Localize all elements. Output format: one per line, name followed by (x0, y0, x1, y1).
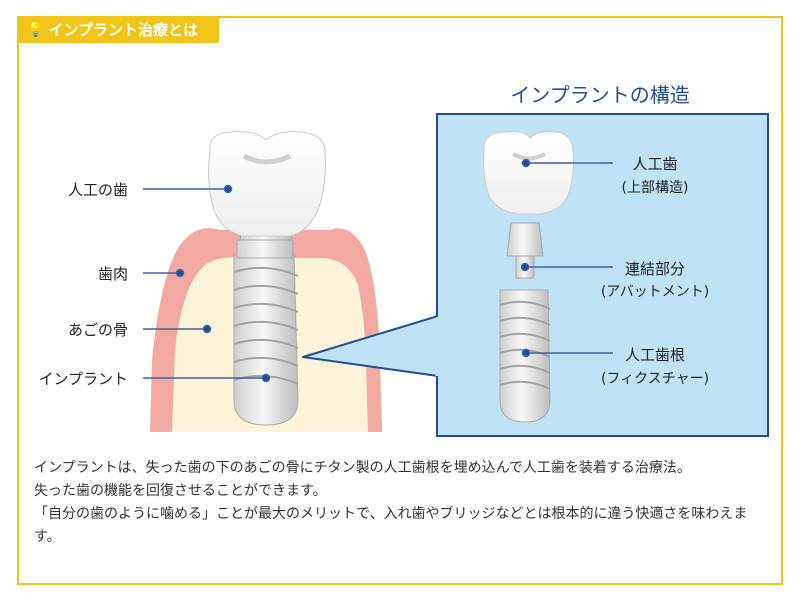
description: インプラントは、失った歯の下のあごの骨にチタン製の人工歯根を埋め込んで人工歯を装… (34, 457, 774, 549)
panel-abutment (506, 222, 544, 279)
panel-fixture-marker (521, 348, 531, 358)
gum-marker (175, 268, 185, 278)
left-crown-shade (242, 153, 292, 165)
left-crown (208, 131, 326, 237)
implant-fixture (233, 254, 299, 426)
label-jaw-bone: あごの骨 (68, 321, 128, 339)
label-crown: 人工の歯 (68, 181, 128, 199)
panel-abutment-marker (520, 262, 530, 272)
label-abutment: (アバットメント) (601, 284, 709, 300)
bone-marker (202, 324, 212, 334)
label-implant: インプラント (38, 370, 128, 388)
label-artificial-tooth: 人工歯 (632, 155, 677, 173)
section-header: 💡 インプラント治療とは (17, 16, 219, 43)
label-gum: 歯肉 (98, 265, 128, 283)
description-paragraph: インプラントは、失った歯の下のあごの骨にチタン製の人工歯根を埋め込んで人工歯を装… (34, 460, 691, 476)
lightbulb-icon: 💡 (27, 21, 45, 38)
panel-crown (483, 131, 574, 215)
description-paragraph: 失った歯の機能を回復させることができます。 (34, 483, 327, 499)
label-artificial-root: 人工歯根 (625, 346, 685, 364)
crown-marker (223, 184, 233, 194)
label-fixture: (フィクスチャー) (601, 371, 709, 387)
section-title: インプラント治療とは (48, 21, 198, 39)
implant-marker (261, 373, 271, 383)
description-paragraph: 「自分の歯のように噛める」ことが最大のメリットで、入れ歯やブリッジなどとは根本的… (34, 506, 748, 545)
structure-title: インプラントの構造 (510, 83, 689, 107)
label-superstructure: (上部構造) (622, 180, 689, 196)
panel-crown-marker (521, 158, 531, 168)
panel-crown-shade (511, 152, 546, 161)
label-connection: 連結部分 (625, 260, 685, 278)
